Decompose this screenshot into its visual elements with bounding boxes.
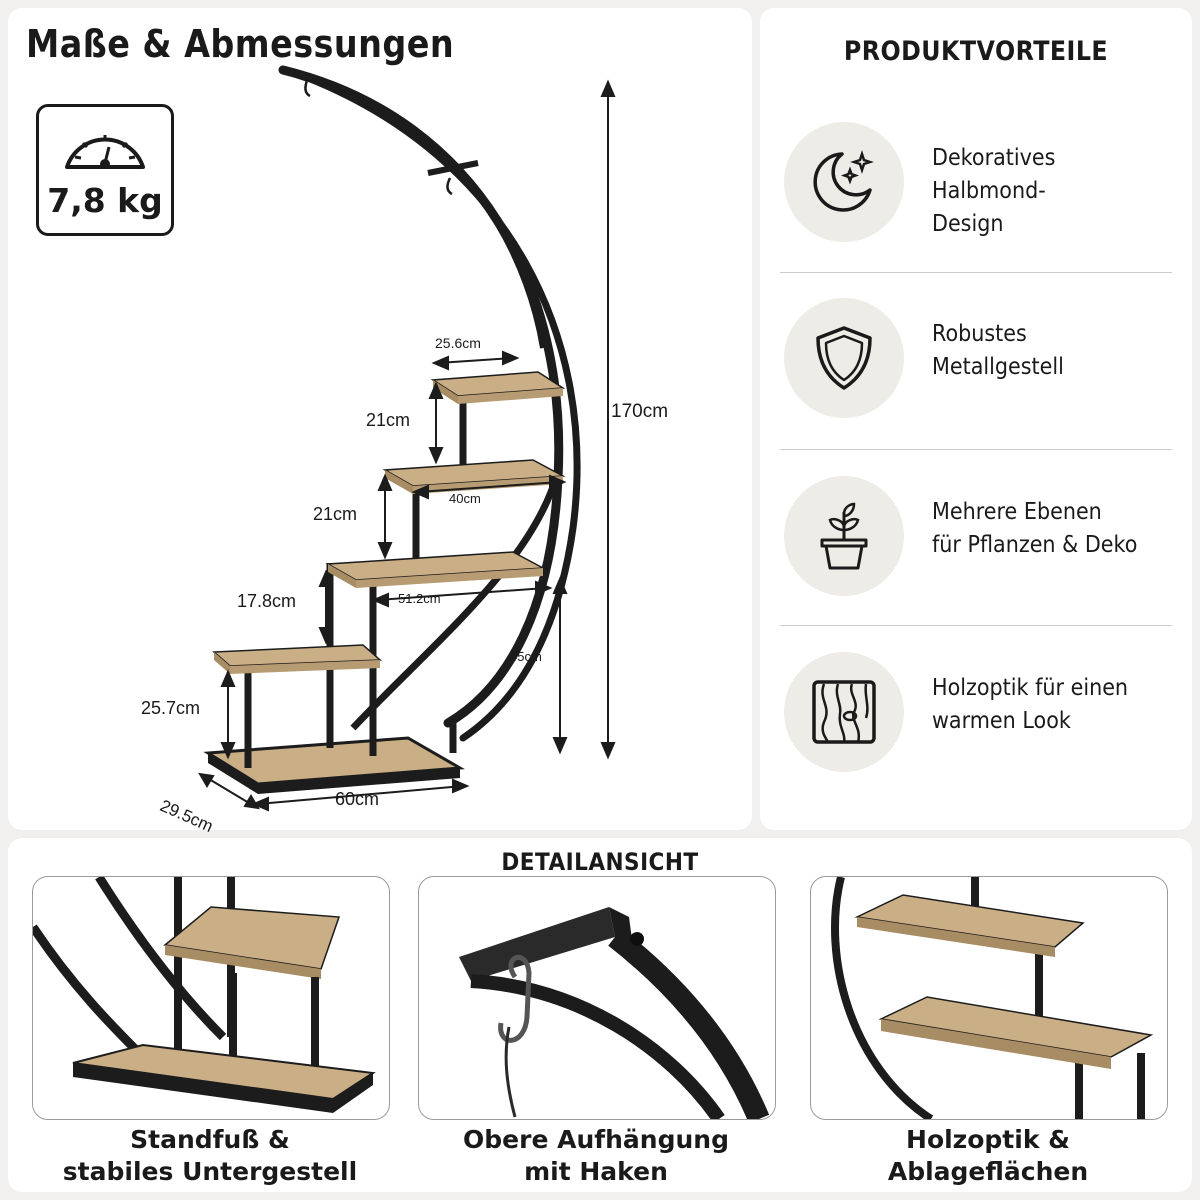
benefit-label-line2: Metallgestell <box>932 354 1064 380</box>
benefit-divider <box>780 272 1172 273</box>
dim-shelf-height-label: 45cm <box>510 649 542 664</box>
plant-stand-illustration <box>198 65 616 812</box>
shelves-detail-illustration <box>831 877 1154 1119</box>
dim-height-upper-label: 21cm <box>366 410 411 430</box>
moon-stars-icon <box>813 150 874 212</box>
benefits-title: PRODUKTVORTEILE <box>843 36 1109 67</box>
shield-icon <box>816 326 872 390</box>
detail-caption-shelves: Holzoptik & Ablageflächen <box>798 1124 1178 1188</box>
dim-top-depth-label: 25.6cm <box>435 335 481 351</box>
benefit-divider <box>780 625 1172 626</box>
benefit-item-metal-frame: Robustes Metallgestell <box>780 288 1172 428</box>
benefit-label-line2: für Pflanzen & Deko <box>932 532 1138 558</box>
detail-photo-hook <box>418 876 776 1120</box>
scale-icon <box>65 135 145 169</box>
dim-height-middle-label: 21cm <box>313 504 358 524</box>
detail-photo-shelves <box>810 876 1168 1120</box>
hook-detail-illustration <box>459 907 770 1119</box>
benefit-divider <box>780 449 1172 450</box>
caption-line2: Ablageflächen <box>887 1157 1089 1186</box>
dim-height-lower-label: 17.8cm <box>237 591 297 611</box>
base-detail-illustration <box>33 877 376 1113</box>
benefit-item-levels: Mehrere Ebenen für Pflanzen & Deko <box>780 466 1172 606</box>
benefit-item-design: Dekoratives Halbmond- Design <box>780 112 1172 252</box>
caption-line1: Standfuß & <box>130 1125 290 1154</box>
dim-width-third-label: 51.2cm <box>398 591 441 606</box>
benefit-item-wood-look: Holzoptik für einen warmen Look <box>780 642 1172 782</box>
benefit-label-line1: Dekoratives Halbmond- <box>932 145 1056 204</box>
detail-title: DETAILANSICHT <box>501 848 699 876</box>
dim-width-second-label: 40cm <box>449 491 481 506</box>
caption-line2: mit Haken <box>524 1157 668 1186</box>
caption-line1: Holzoptik & <box>906 1125 1070 1154</box>
weight-badge: 7,8 kg <box>36 104 174 236</box>
benefit-label-line1: Mehrere Ebenen <box>932 499 1102 525</box>
benefits-panel: PRODUKTVORTEILE Dekoratives Halbmond- De… <box>760 8 1192 830</box>
benefit-label-line1: Robustes <box>932 321 1027 347</box>
benefit-label-line1: Holzoptik für einen <box>932 675 1129 701</box>
benefit-label-line2: warmen Look <box>932 708 1071 734</box>
wood-grain-icon <box>812 680 876 744</box>
caption-line2: stabiles Untergestell <box>62 1157 358 1186</box>
caption-line1: Obere Aufhängung <box>463 1125 729 1154</box>
dim-width-base-label: 60cm <box>335 789 380 809</box>
detail-photo-base <box>32 876 390 1120</box>
plant-pot-icon <box>820 502 868 570</box>
benefit-label-line2: Design <box>932 211 1004 237</box>
dimensions-title: Maße & Abmessungen <box>26 22 455 66</box>
detail-panel: DETAILANSICHT Standfuß & stabiles Unterg… <box>8 838 1192 1192</box>
detail-caption-hook: Obere Aufhängung mit Haken <box>406 1124 786 1188</box>
dim-total-height-label: 170cm <box>611 401 669 422</box>
dimensions-panel: Maße & Abmessungen 7,8 kg <box>8 8 752 836</box>
weight-value: 7,8 kg <box>47 181 163 220</box>
dim-base-height-label: 25.7cm <box>141 698 201 718</box>
detail-caption-base: Standfuß & stabiles Untergestell <box>20 1124 400 1188</box>
